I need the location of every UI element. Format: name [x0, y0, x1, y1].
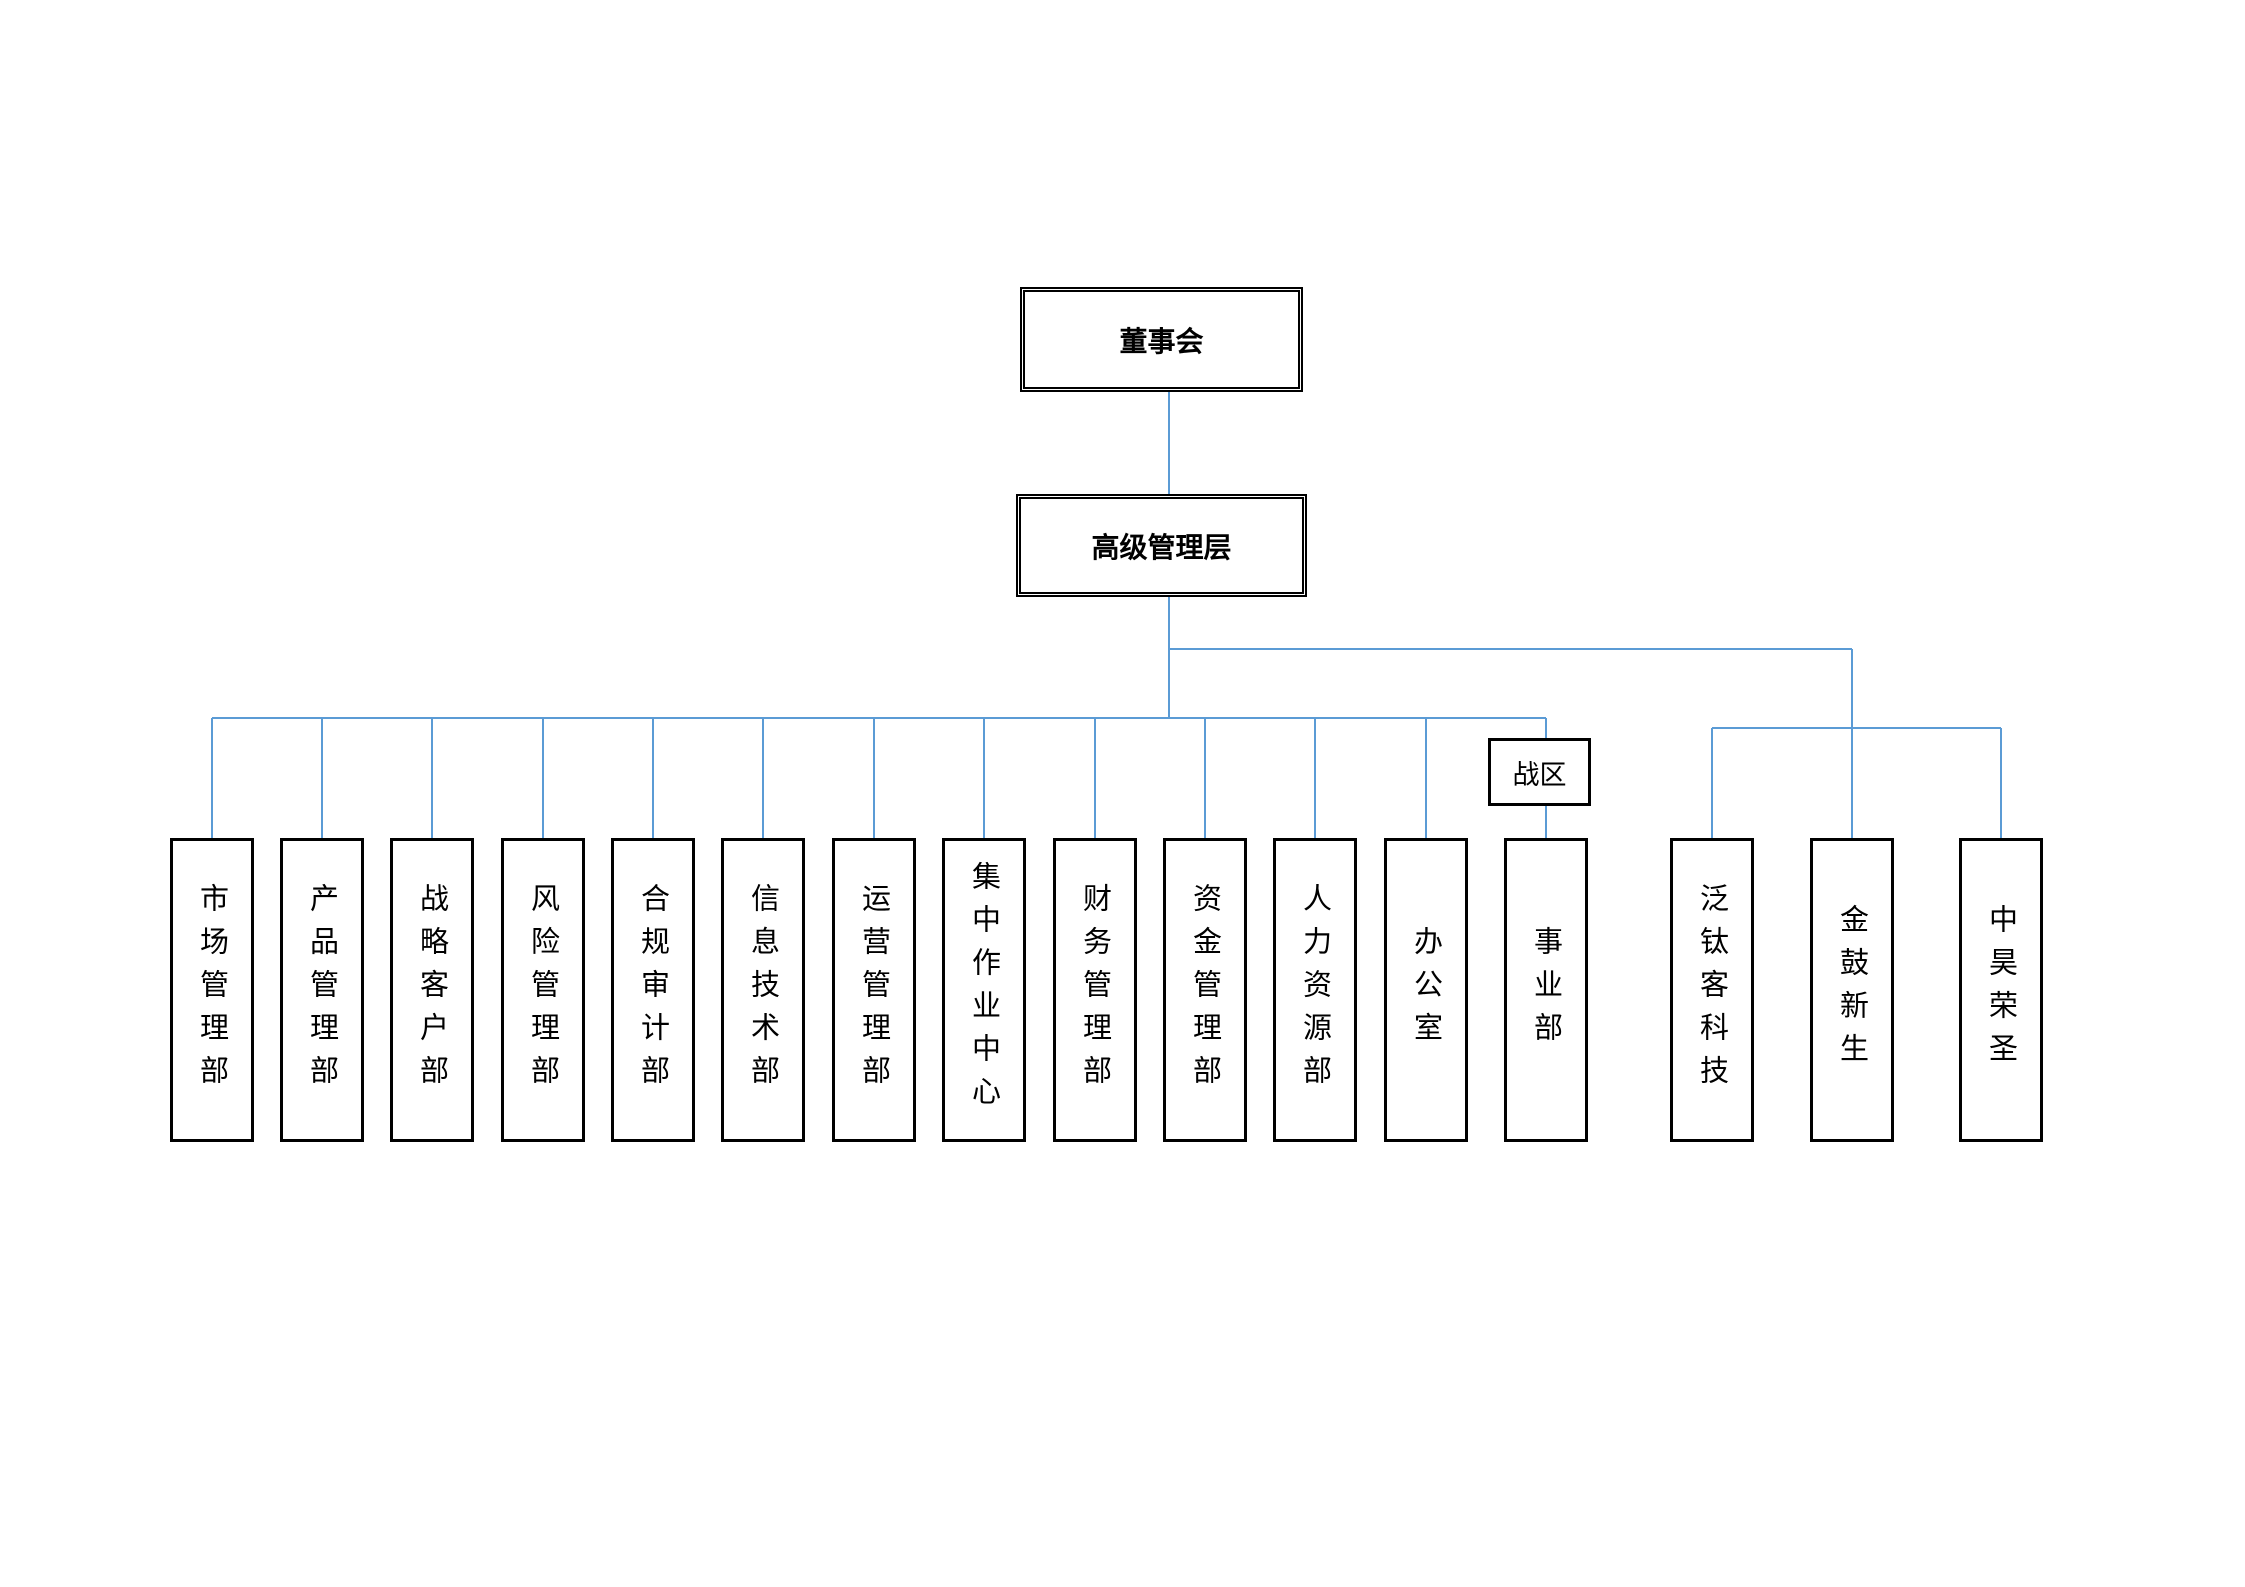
department-box: 风险管理部	[501, 838, 585, 1142]
department-label: 事业部	[1529, 925, 1564, 1055]
department-label: 资金管理部	[1188, 882, 1223, 1098]
department-label: 市场管理部	[195, 882, 230, 1098]
senior-management-box: 高级管理层	[1016, 494, 1307, 597]
department-label: 风险管理部	[526, 882, 561, 1098]
department-label: 财务管理部	[1078, 882, 1113, 1098]
department-box: 事业部	[1504, 838, 1588, 1142]
war-zone-label: 战区	[1512, 759, 1567, 791]
war-zone-box: 战区	[1488, 738, 1591, 806]
subsidiary-box: 中昊荣圣	[1959, 838, 2043, 1142]
department-box: 人力资源部	[1273, 838, 1357, 1142]
department-box: 产品管理部	[280, 838, 364, 1142]
senior-management-label: 高级管理层	[1091, 530, 1232, 564]
subsidiary-label: 金鼓新生	[1835, 904, 1870, 1076]
department-label: 人力资源部	[1298, 882, 1333, 1098]
department-box: 合规审计部	[611, 838, 695, 1142]
department-box: 办公室	[1384, 838, 1468, 1142]
department-label: 战略客户部	[415, 882, 450, 1098]
department-label: 合规审计部	[636, 882, 671, 1098]
department-label: 信息技术部	[746, 882, 781, 1098]
department-box: 战略客户部	[390, 838, 474, 1142]
department-box: 信息技术部	[721, 838, 805, 1142]
board-box: 董事会	[1020, 287, 1303, 392]
board-label: 董事会	[1119, 324, 1204, 358]
department-label: 产品管理部	[305, 882, 340, 1098]
subsidiary-box: 金鼓新生	[1810, 838, 1894, 1142]
department-label: 集中作业中心	[967, 861, 1002, 1119]
department-box: 运营管理部	[832, 838, 916, 1142]
department-box: 财务管理部	[1053, 838, 1137, 1142]
department-box: 集中作业中心	[942, 838, 1026, 1142]
department-box: 资金管理部	[1163, 838, 1247, 1142]
subsidiary-label: 中昊荣圣	[1984, 904, 2019, 1076]
department-label: 运营管理部	[857, 882, 892, 1098]
subsidiary-box: 泛钛客科技	[1670, 838, 1754, 1142]
subsidiary-label: 泛钛客科技	[1695, 882, 1730, 1098]
department-label: 办公室	[1409, 925, 1444, 1055]
department-box: 市场管理部	[170, 838, 254, 1142]
